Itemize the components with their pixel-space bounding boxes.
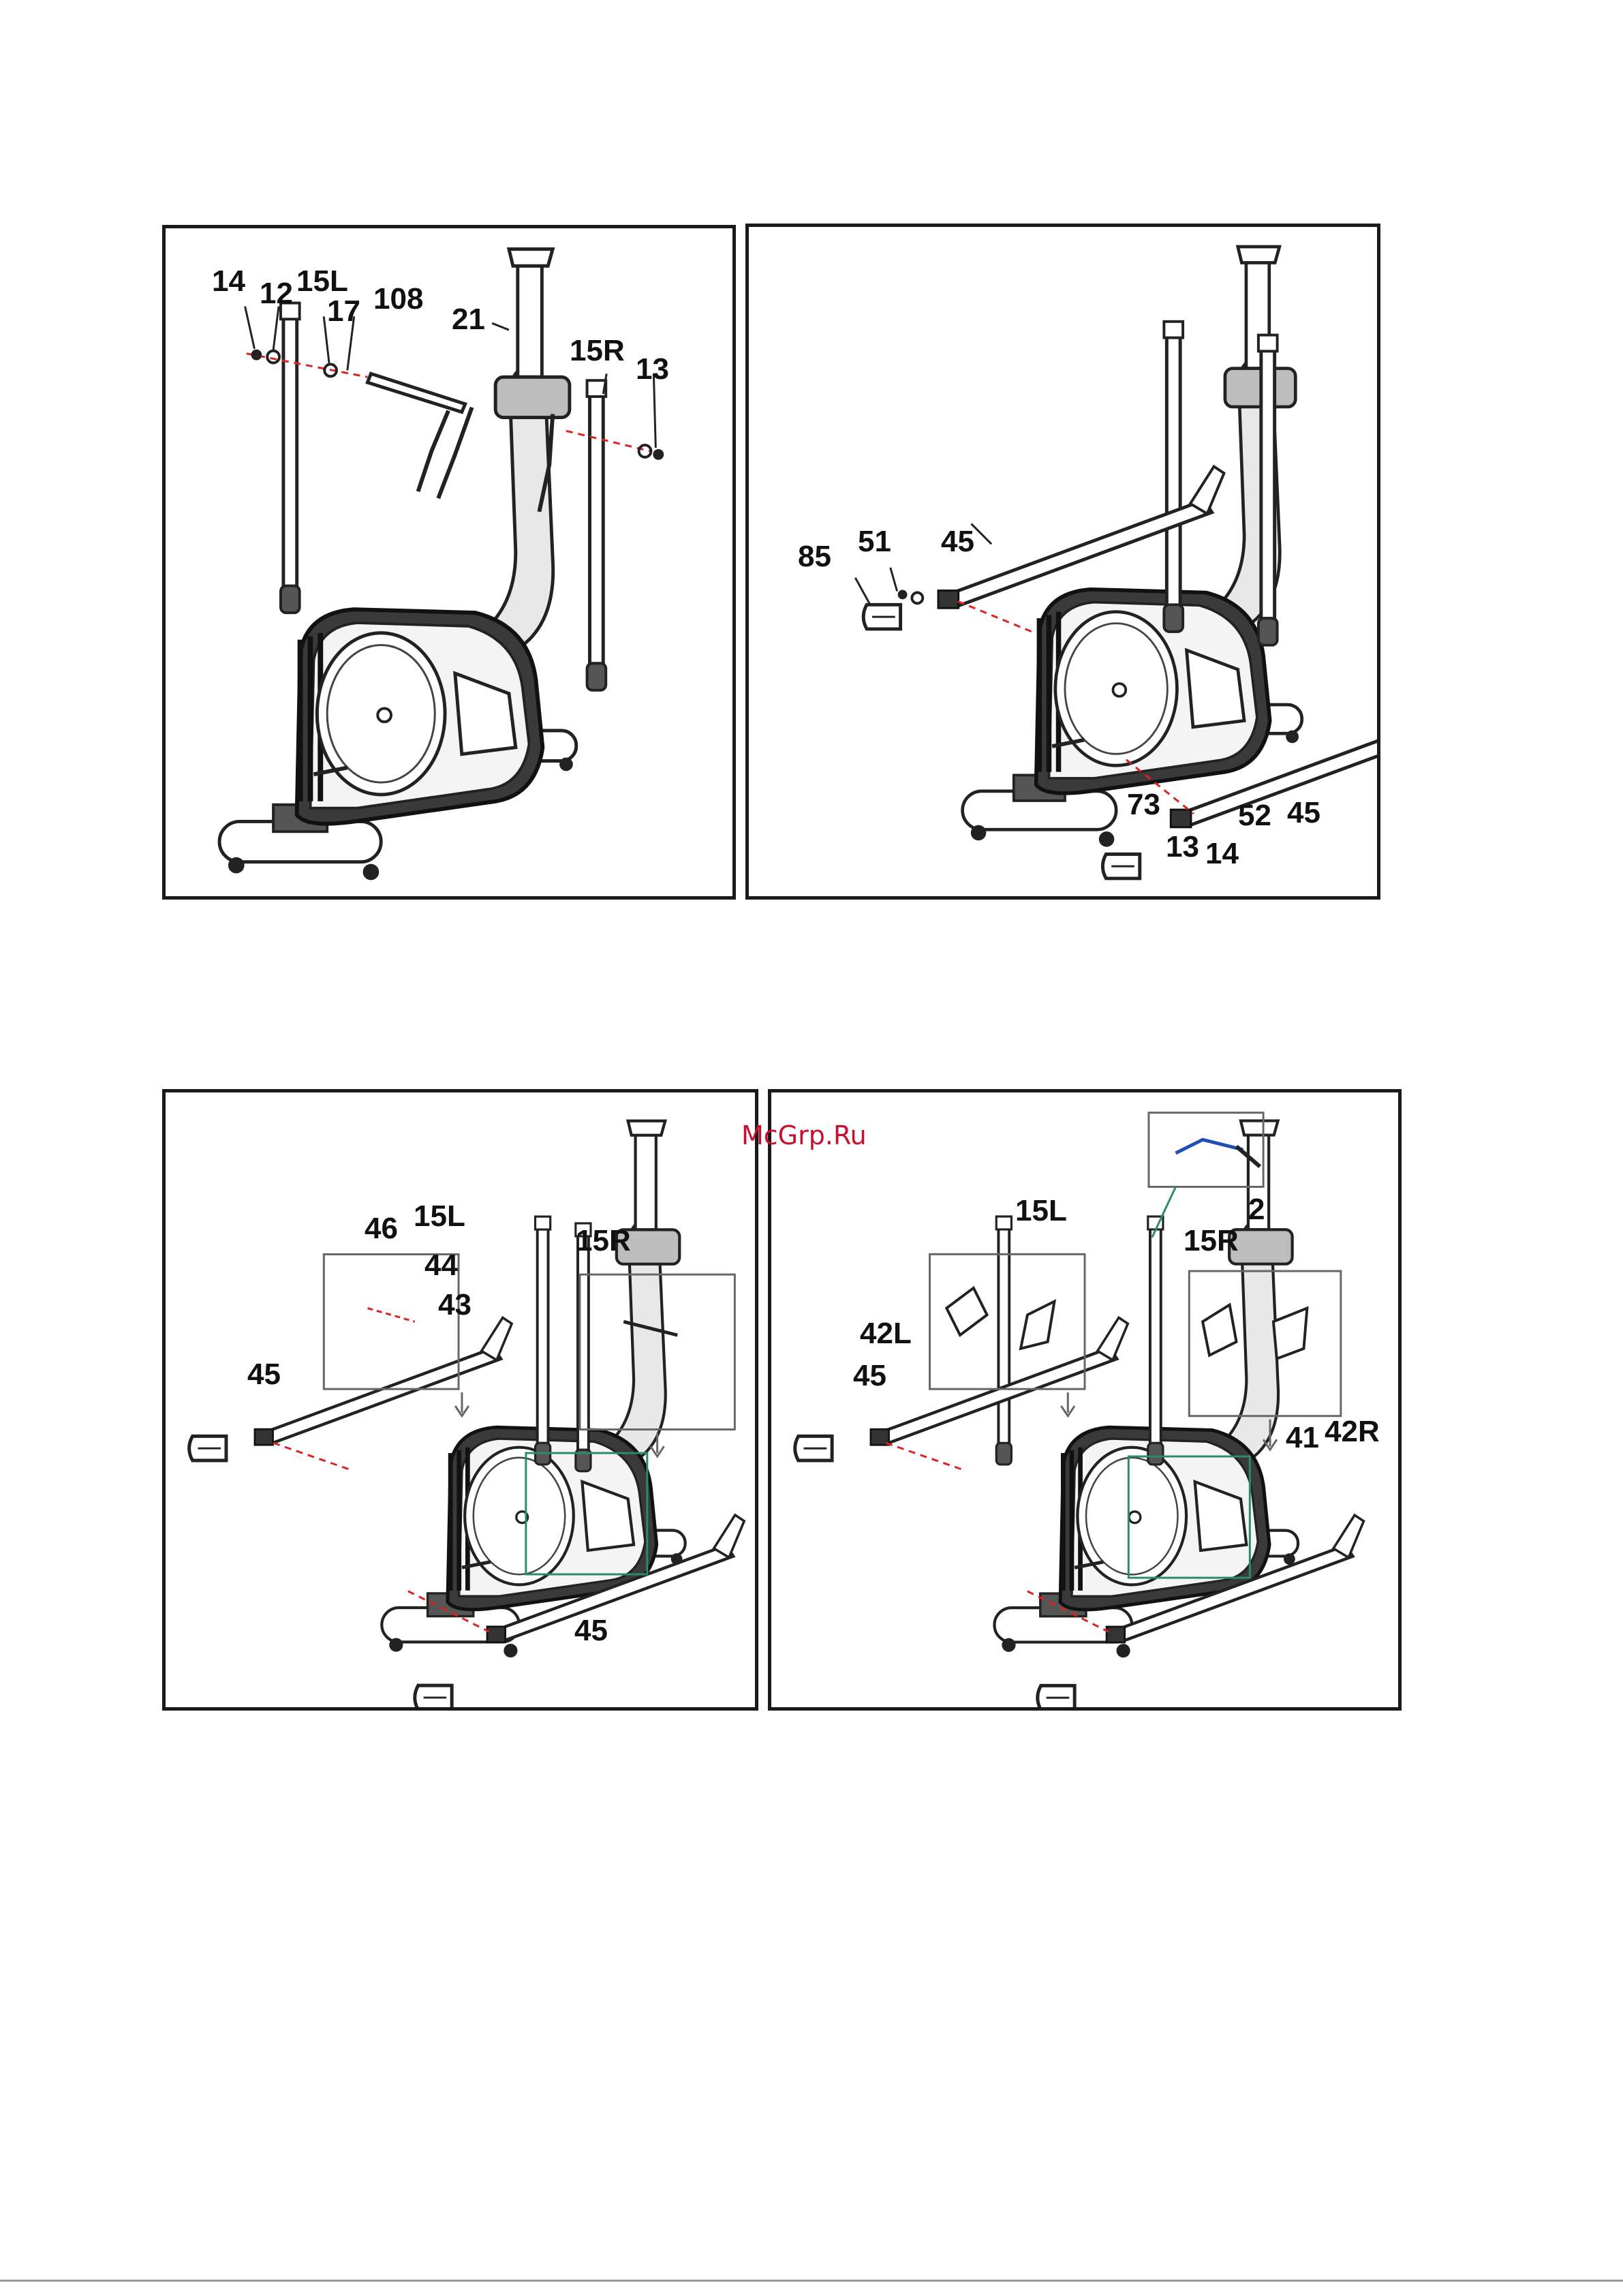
assembly-step-2-panel: 85 51 45 73 52 45 13 14 xyxy=(745,224,1380,900)
part-label-45-top: 45 xyxy=(941,527,974,557)
step-4-diagram xyxy=(771,1092,1398,1707)
part-label-15r: 15R xyxy=(1184,1226,1239,1256)
part-label-42l: 42L xyxy=(860,1319,912,1349)
part-label-14: 14 xyxy=(212,266,245,296)
part-label-15l: 15L xyxy=(1015,1196,1067,1226)
part-label-21: 21 xyxy=(452,305,485,335)
part-label-41: 41 xyxy=(1286,1423,1319,1453)
assembly-step-3-panel: 46 15L 44 15R 43 45 45 xyxy=(162,1089,758,1711)
part-label-12: 12 xyxy=(260,279,293,309)
footer-divider xyxy=(0,2280,1623,2282)
part-label-17: 17 xyxy=(327,296,360,326)
part-label-46: 46 xyxy=(365,1214,398,1244)
part-label-13: 13 xyxy=(1166,832,1199,862)
part-label-14: 14 xyxy=(1205,839,1239,869)
part-label-51: 51 xyxy=(858,527,891,557)
part-label-15r: 15R xyxy=(570,336,625,366)
assembly-step-4-panel: 2 15L 15R 42L 45 41 42R xyxy=(768,1089,1402,1711)
part-label-73: 73 xyxy=(1127,790,1160,820)
part-label-45-right: 45 xyxy=(574,1616,608,1646)
part-label-45-bottom: 45 xyxy=(1287,798,1320,828)
part-label-13: 13 xyxy=(636,354,669,384)
part-label-108: 108 xyxy=(373,284,423,314)
assembly-step-1-panel: 14 12 15L 17 108 21 15R 13 xyxy=(162,225,736,900)
step-1-diagram xyxy=(166,228,732,896)
step-3-diagram xyxy=(166,1092,755,1707)
part-label-15r: 15R xyxy=(576,1226,631,1256)
part-label-52: 52 xyxy=(1238,801,1271,831)
part-label-45-left: 45 xyxy=(247,1360,281,1390)
part-label-42r: 42R xyxy=(1325,1417,1380,1447)
part-label-45: 45 xyxy=(853,1361,886,1391)
part-label-15l: 15L xyxy=(414,1201,465,1231)
part-label-85: 85 xyxy=(798,542,831,572)
part-label-2: 2 xyxy=(1248,1195,1265,1225)
part-label-43: 43 xyxy=(438,1290,472,1320)
part-label-15l: 15L xyxy=(296,266,348,296)
watermark: McGrp.Ru xyxy=(741,1120,867,1150)
part-label-44: 44 xyxy=(424,1251,458,1281)
step-2-diagram xyxy=(749,227,1377,896)
